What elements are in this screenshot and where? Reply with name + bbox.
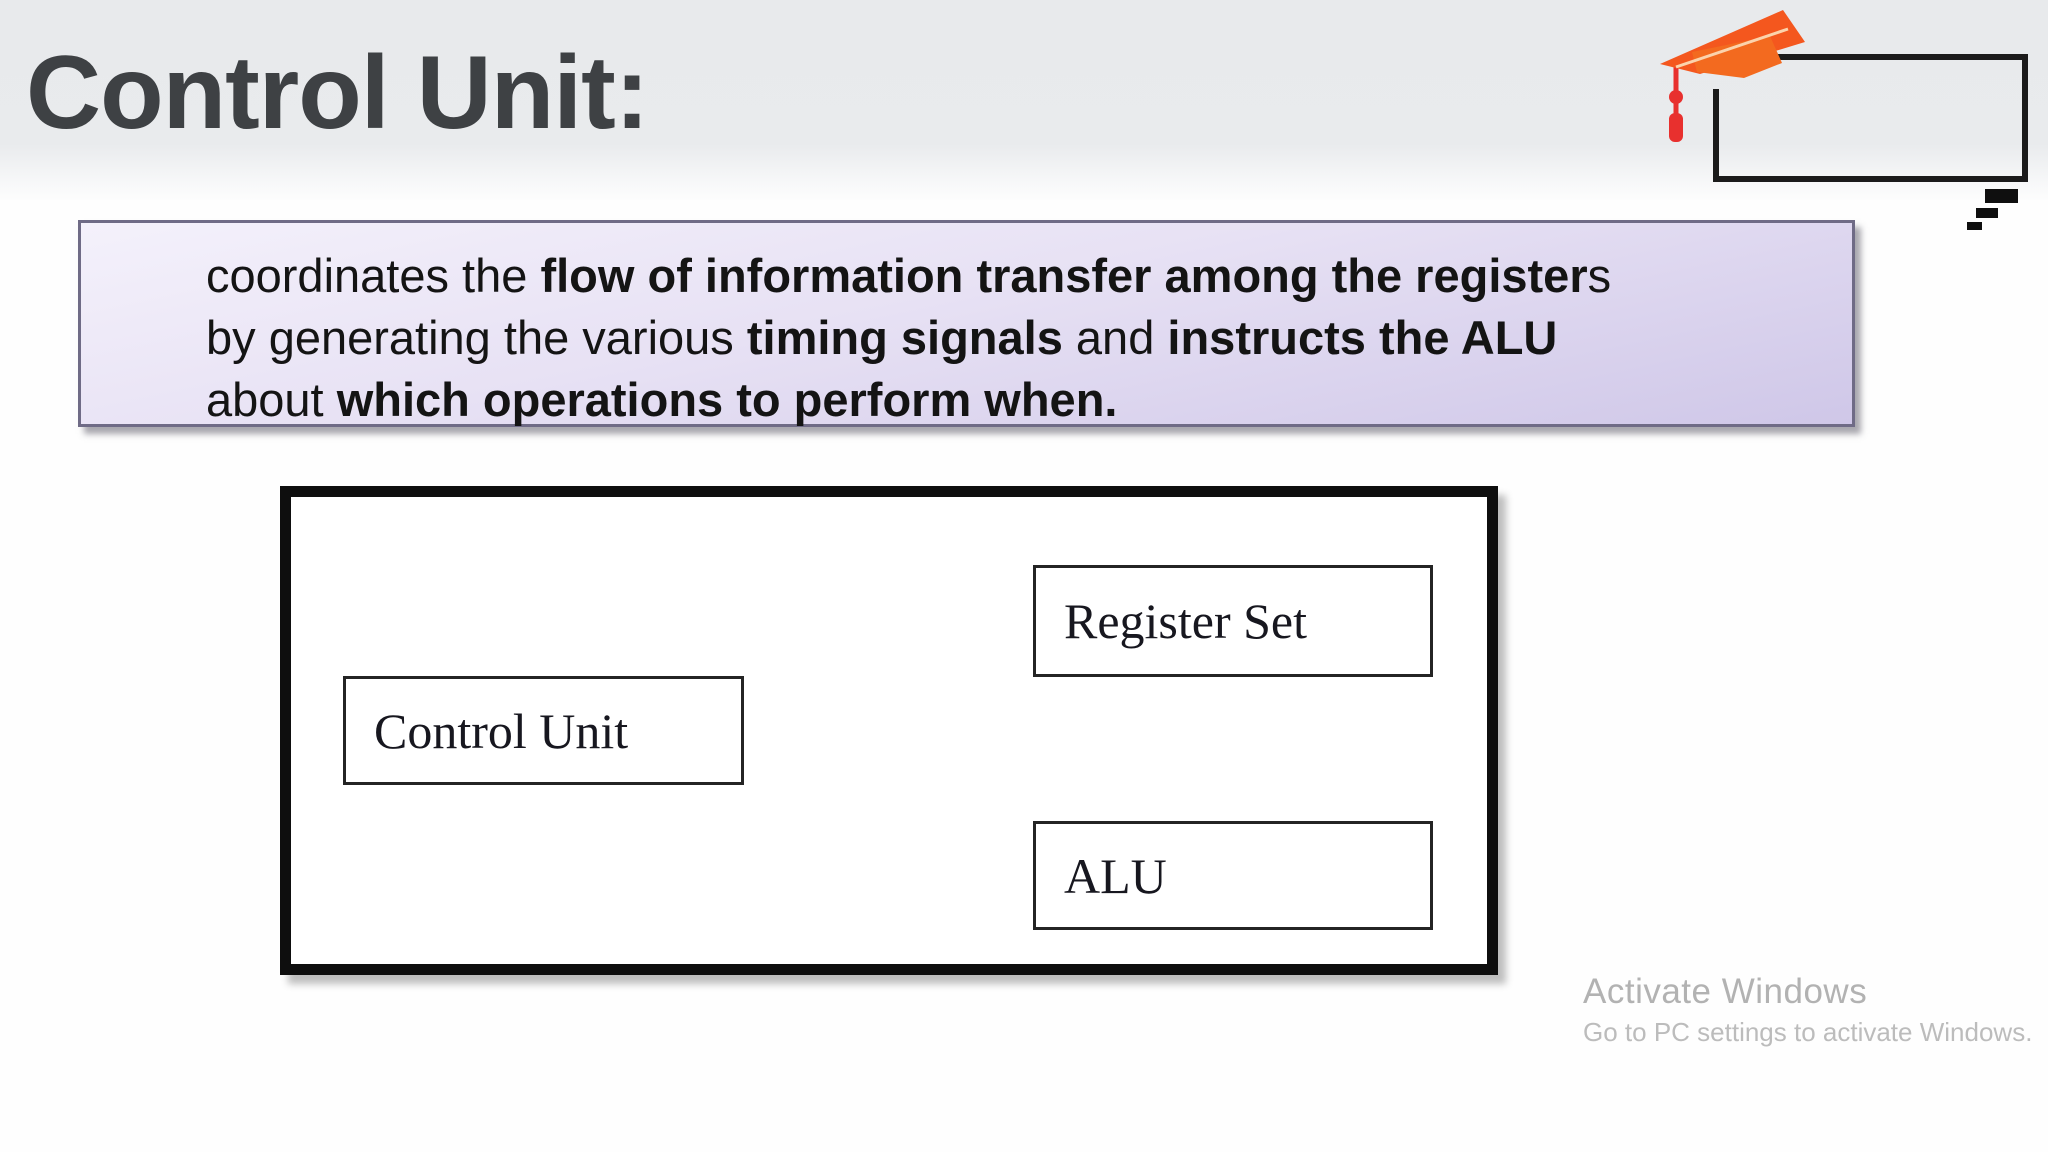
statement-segment: flow of information transfer among the r… — [540, 249, 1588, 302]
tassel-bead — [1669, 90, 1683, 104]
statement-segment: which operations to perform when. — [336, 373, 1118, 426]
tassel-tail — [1669, 113, 1683, 142]
page-title: Control Unit: — [26, 35, 649, 151]
activate-windows-watermark: Activate Windows Go to PC settings to ac… — [1583, 972, 2032, 1048]
statement-text: coordinates the flow of information tran… — [206, 245, 1836, 431]
diagram-node-register-set: Register Set — [1033, 565, 1433, 677]
logo-step-3 — [1967, 222, 1982, 230]
control-unit-label: Control Unit — [374, 702, 629, 759]
statement-segment: about — [206, 373, 337, 426]
cap-crown-icon — [1692, 36, 1782, 78]
statement-segment: coordinates the — [206, 249, 541, 302]
watermark-subtitle: Go to PC settings to activate Windows. — [1583, 1017, 2033, 1047]
statement-segment: instructs the ALU — [1167, 311, 1558, 364]
logo-step-1 — [1985, 189, 2018, 203]
statement-box: coordinates the flow of information tran… — [78, 220, 1855, 427]
statement-segment: by generating the various — [206, 311, 747, 364]
cap-seam-highlight — [1675, 27, 1789, 69]
logo-step-2 — [1976, 208, 1998, 218]
statement-segment: s — [1587, 249, 1612, 302]
logo-frame-rect — [1713, 54, 2028, 182]
diagram-node-control-unit: Control Unit — [343, 676, 744, 785]
register-set-label: Register Set — [1064, 593, 1308, 649]
diagram-node-alu: ALU — [1033, 821, 1433, 930]
alu-label: ALU — [1064, 847, 1167, 904]
graduation-cap-logo-graphic — [1660, 10, 2028, 230]
header-band — [0, 0, 2048, 200]
watermark-title: Activate Windows — [1583, 972, 1868, 1011]
statement-segment: timing signals — [746, 311, 1063, 364]
statement-segment: and — [1062, 311, 1168, 364]
graduation-cap-logo — [1640, 0, 2048, 250]
